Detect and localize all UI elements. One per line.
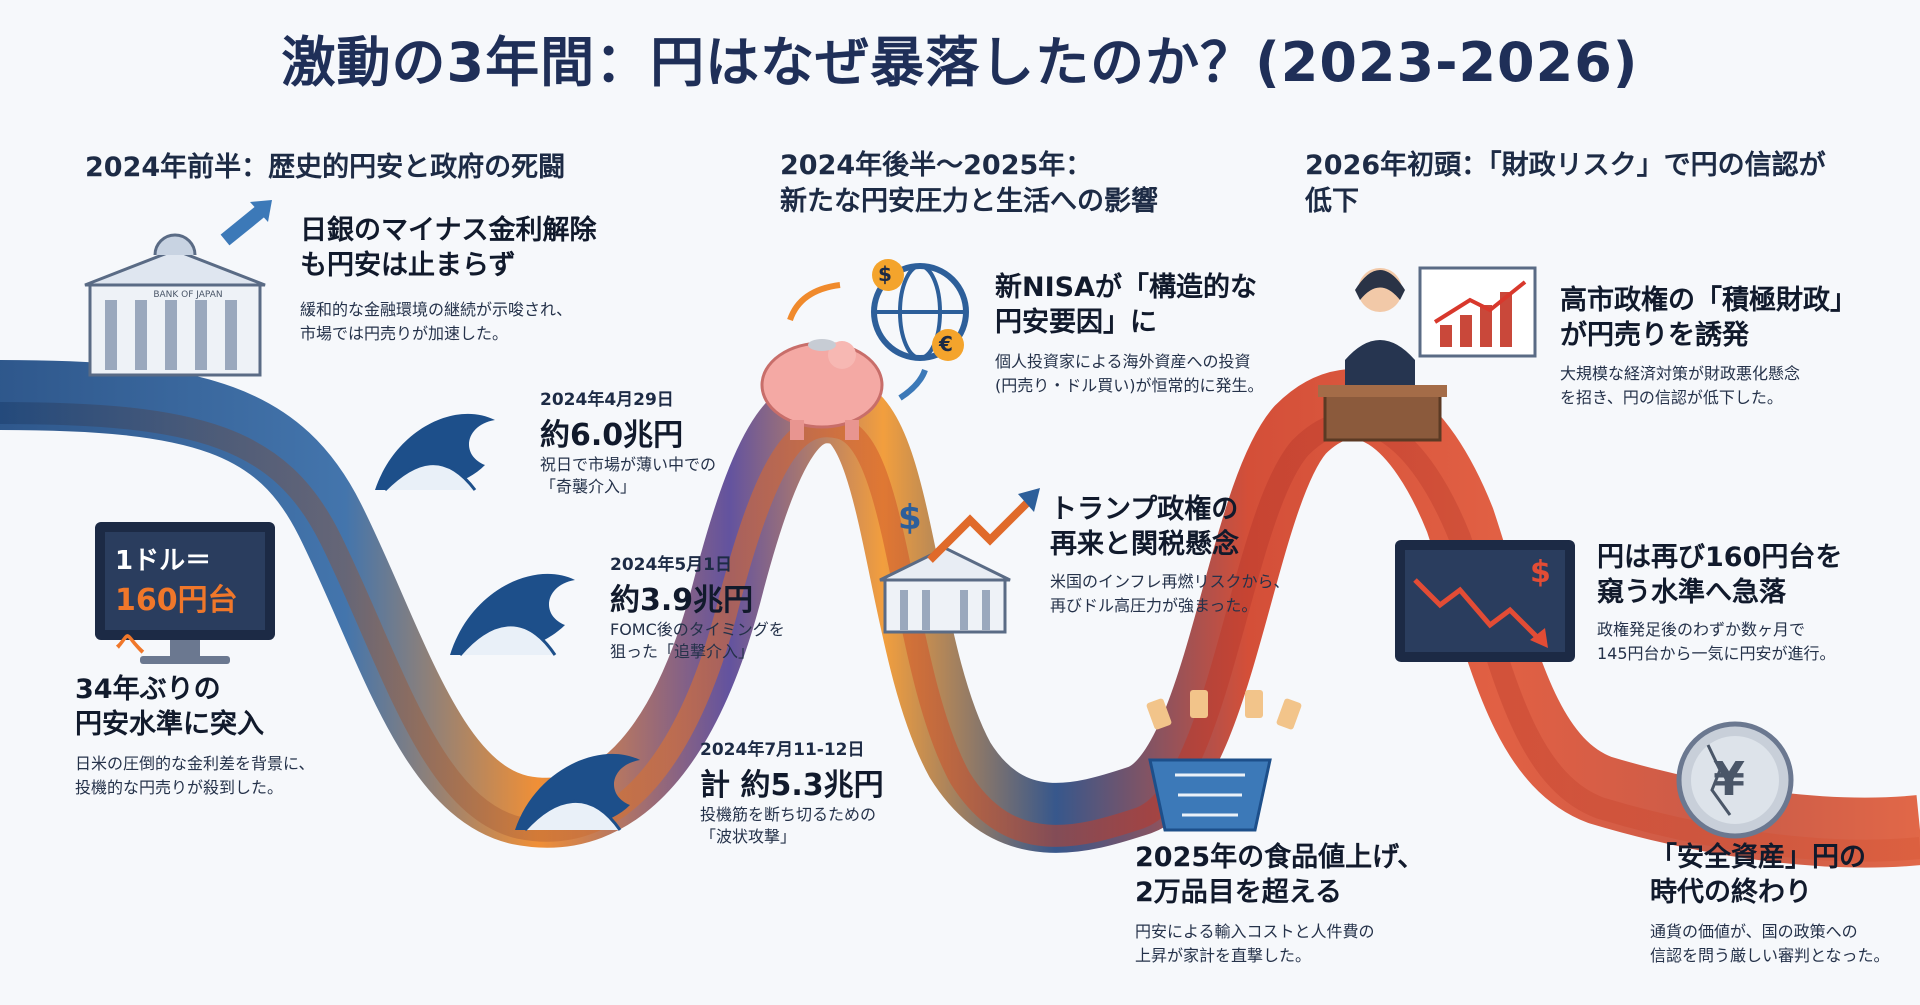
section-heading-2024-2025: 2024年後半〜2025年： 新たな円安圧力と生活への影響 (780, 150, 1158, 218)
intervention-2: 2024年5月1日 約3.9兆円 FOMC後のタイミングを 狙った「追撃介入」 (610, 550, 840, 664)
yen160-heading: 円は再び160円台を 窺う水準へ急落 (1597, 542, 1843, 609)
podium-speaker-icon (1318, 268, 1447, 442)
wave-icon (515, 753, 640, 832)
bank-building-icon (84, 233, 266, 377)
falling-chart-monitor-icon (1395, 540, 1575, 662)
monitor-rate-value: 160円台へ (115, 583, 238, 662)
page-title: 激動の3年間：円はなぜ暴落したのか？(2023-2026) (281, 31, 1639, 94)
intervention-note: 祝日で市場が薄い中での 「奇襲介入」 (540, 455, 717, 497)
nisa-description: 個人投資家による海外資産への投資 (円売り・ドル買い)が恒常的に発生。 (995, 352, 1264, 395)
intervention-3: 2024年7月11-12日 計 約5.3兆円 投機筋を断ち切るための 「波状攻撃… (700, 735, 950, 849)
section-heading-2026: 2026年初頭：「財政リスク」で円の信認が 低下 (1305, 150, 1826, 218)
yen160-description: 政権発足後のわずか数ヶ月で 145円台から一気に円安が進行。 (1597, 620, 1836, 663)
intervention-amount: 計 約5.3兆円 (700, 768, 884, 803)
yen-icon: ¥ (1713, 752, 1746, 806)
shopping-basket-icon (1146, 690, 1302, 832)
monitor-icon (95, 522, 275, 664)
wave-icon (375, 413, 495, 492)
trump-heading: トランプ政権の 再来と関税懸念 (1050, 494, 1239, 561)
boj-description: 緩和的な金融環境の継続が示唆され、 市場では円売りが加速した。 (300, 300, 573, 343)
takaichi-heading: 高市政権の「積極財政」 が円売りを誘発 (1560, 285, 1857, 352)
yen34-heading: 34年ぶりの 円安水準に突入 (75, 674, 264, 741)
section-heading-2024-first-half: 2024年前半：歴史的円安と政府の死闘 (85, 152, 566, 183)
yen34-description: 日米の圧倒的な金利差を背景に、 投機的な円売りが殺到した。 (75, 754, 315, 797)
nisa-heading: 新NISAが「構造的な 円安要因」に (995, 272, 1257, 339)
intervention-note: FOMC後のタイミングを 狙った「追撃介入」 (610, 620, 785, 662)
piggy-bank-icon (760, 339, 884, 440)
intervention-amount: 約3.9兆円 (610, 583, 754, 618)
wave-icon (450, 573, 575, 656)
white-house-icon (879, 546, 1011, 634)
safe-asset-description: 通貨の価値が、国の政策への 信認を問う厳しい審判となった。 (1650, 922, 1890, 965)
intervention-date: 2024年7月11-12日 (700, 740, 865, 760)
bank-sign: BANK OF JAPAN (153, 290, 223, 300)
rising-chart-icon (1418, 266, 1537, 358)
dollar-icon: $ (878, 262, 892, 286)
intervention-1: 2024年4月29日 約6.0兆円 祝日で市場が薄い中での 「奇襲介入」 (540, 385, 770, 499)
globe-icon (871, 259, 969, 361)
broken-yen-coin-icon (1676, 721, 1794, 839)
intervention-amount: 約6.0兆円 (540, 418, 684, 453)
food-description: 円安による輸入コストと人件費の 上昇が家計を直撃した。 (1135, 922, 1375, 965)
intervention-note: 投機筋を断ち切るための 「波状攻撃」 (700, 805, 877, 847)
trump-description: 米国のインフレ再燃リスクから、 再びドル高圧力が強まった。 (1050, 572, 1290, 615)
food-heading: 2025年の食品値上げ、 2万品目を超える (1135, 842, 1425, 909)
intervention-date: 2024年4月29日 (540, 390, 674, 410)
boj-heading: 日銀のマイナス金利解除 も円安は止まらず (300, 215, 597, 282)
safe-asset-heading: 「安全資産」円の 時代の終わり (1650, 842, 1866, 909)
monitor-rate-label: 1ドル＝ (115, 546, 212, 576)
takaichi-description: 大規模な経済対策が財政悪化懸念 を招き、円の信認が低下した。 (1560, 364, 1801, 407)
dollar-icon: $ (898, 498, 922, 538)
euro-icon: € (939, 332, 953, 356)
dollar-icon: $ (1530, 555, 1551, 590)
intervention-date: 2024年5月1日 (610, 555, 732, 575)
